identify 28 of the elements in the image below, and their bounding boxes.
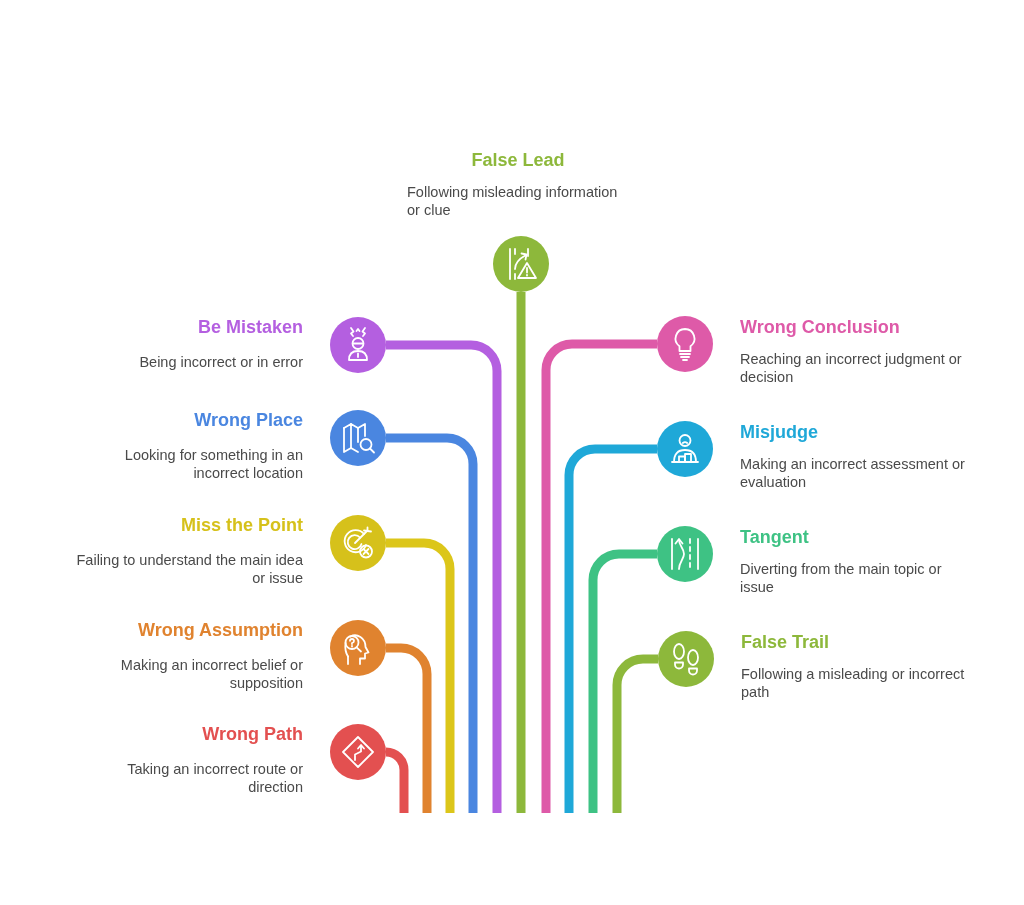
topic-heading: Be Mistaken: [196, 316, 303, 338]
topic-heading: False Trail: [741, 631, 831, 653]
topic-heading: Misjudge: [740, 421, 819, 443]
connector-line: [385, 747, 409, 813]
topic-description: Following a misleading or incorrect path: [741, 665, 966, 701]
topic-heading: Miss the Point: [180, 514, 303, 536]
topic-description: Following misleading information or clue: [407, 183, 619, 219]
connector-line: [386, 538, 455, 813]
connector-line: [516, 292, 526, 813]
topic-description: Reaching an incorrect judgment or decision: [740, 350, 963, 386]
connector-line: [588, 549, 657, 813]
connector-line: [541, 339, 657, 813]
topic-heading: Wrong Conclusion: [740, 316, 901, 338]
topic-description: Being incorrect or in error: [138, 353, 303, 371]
topic-description: Making an incorrect assessment or evaluation: [740, 455, 966, 491]
topic-heading: False Lead: [470, 149, 566, 171]
topic-description: Making an incorrect belief or supposition: [119, 656, 303, 692]
topic-description: Taking an incorrect route or direction: [126, 760, 303, 796]
topic-description: Diverting from the main topic or issue: [740, 560, 943, 596]
topic-description: Looking for something in an incorrect location: [123, 446, 303, 482]
topic-heading: Wrong Place: [193, 409, 303, 431]
connector-line: [386, 433, 478, 813]
topic-heading: Tangent: [740, 526, 810, 548]
topic-heading: Wrong Assumption: [137, 619, 303, 641]
connector-line: [386, 340, 502, 813]
topic-description: Failing to understand the main idea or issue: [75, 551, 303, 587]
topic-heading: Wrong Path: [201, 723, 303, 745]
connector-line: [564, 444, 657, 813]
